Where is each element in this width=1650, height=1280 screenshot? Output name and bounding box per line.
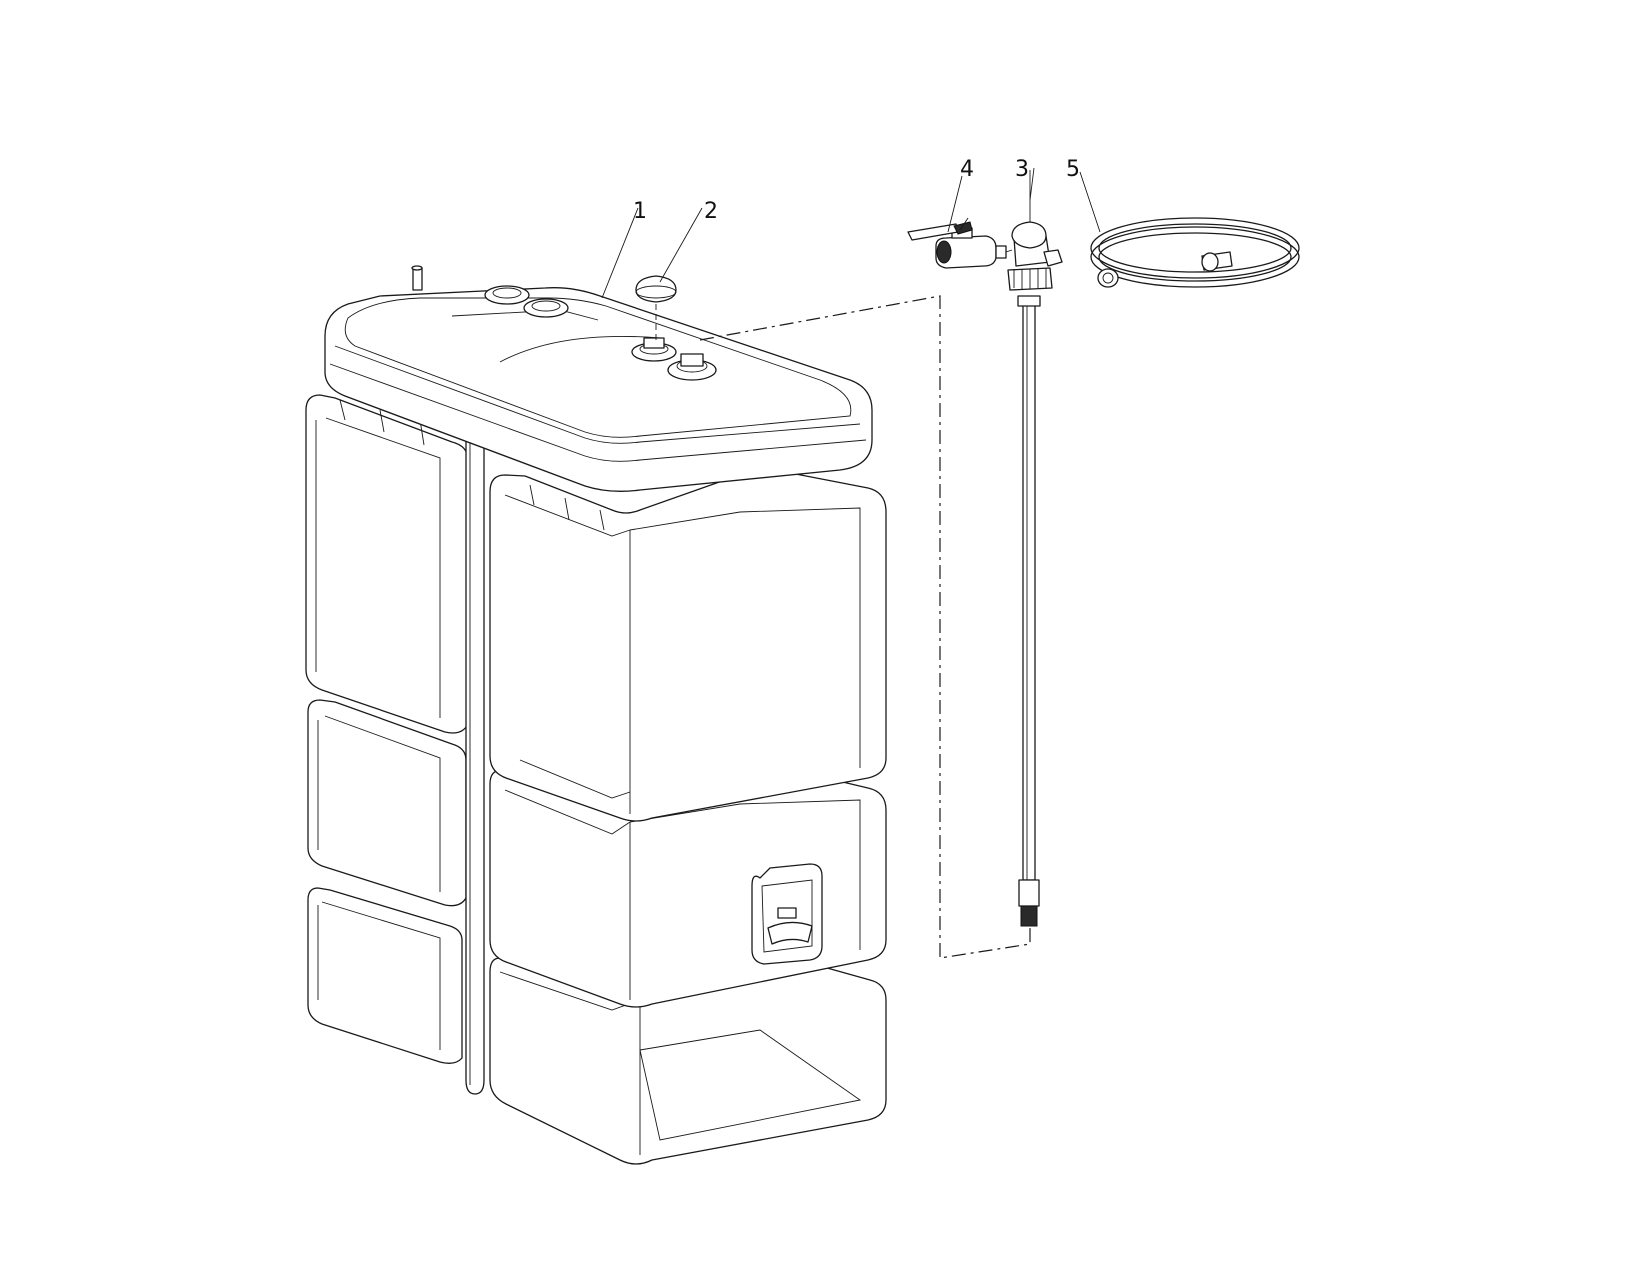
assembly-path-line — [699, 295, 1031, 959]
tank-fill-port-4 — [667, 353, 717, 381]
tank-top-cap — [324, 265, 873, 492]
tank-fill-port-1 — [484, 285, 530, 305]
tank-vertical-pipe — [465, 429, 485, 1095]
part-5-hose — [1090, 217, 1300, 288]
tank-fill-port-3 — [631, 337, 677, 362]
tank-fill-port-2 — [523, 298, 569, 318]
part-2-cap — [635, 275, 677, 340]
callout-2: 2 — [704, 199, 718, 224]
tank-right-middle-block — [489, 764, 887, 1008]
tank-left-lower-block — [307, 887, 463, 1064]
tank-handle-recess — [751, 863, 823, 965]
callout-5: 5 — [1066, 157, 1080, 182]
tank-left-middle-block — [307, 699, 467, 907]
callout-labels: 1 2 3 4 5 — [633, 157, 1080, 224]
tank-left-upper-block — [305, 394, 469, 734]
part-4-ball-valve — [907, 217, 1013, 269]
callout-1: 1 — [633, 199, 647, 224]
tank-assembly — [305, 265, 887, 1165]
part-3-suction-pipe — [1007, 170, 1063, 927]
callout-leaders — [601, 167, 1101, 299]
tank-vent-stub — [411, 265, 423, 291]
callout-3: 3 — [1015, 157, 1029, 182]
callout-4: 4 — [960, 157, 974, 182]
tank-right-upper-block — [489, 468, 887, 822]
